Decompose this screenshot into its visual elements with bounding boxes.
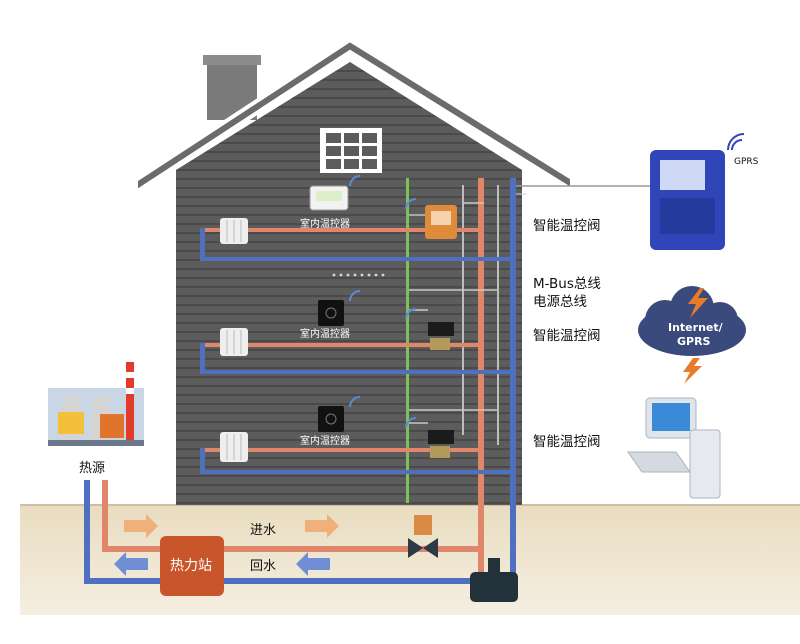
supply-riser xyxy=(478,178,484,578)
floor-2-thermostat xyxy=(318,300,344,326)
floor-1-valve xyxy=(425,205,457,239)
cloud-label-1: Internet/ xyxy=(668,321,723,334)
gray-bus-riser-1 xyxy=(462,185,464,435)
return-main xyxy=(84,578,516,584)
floor-3-valve-label: 智能温控阀 xyxy=(533,434,601,450)
gray-bus-riser-2 xyxy=(497,185,499,445)
heat-source-label: 热源 xyxy=(79,461,106,476)
floor-1-piping xyxy=(200,228,512,261)
floor-3-piping xyxy=(200,448,512,474)
roof xyxy=(134,37,574,196)
gprs-label: GPRS xyxy=(734,157,759,167)
return-riser xyxy=(510,178,516,578)
ground-valves xyxy=(408,515,518,602)
signal-icons xyxy=(349,175,417,429)
floor-2-valve xyxy=(428,322,454,350)
heat-station-box xyxy=(160,536,224,596)
floor-2-thermostat-label: 室内温控器 xyxy=(300,329,350,340)
cloud-label-2: GPRS xyxy=(677,335,711,348)
return-water-label: 回水 xyxy=(250,559,277,574)
supply-main xyxy=(102,546,480,552)
floor-1-thermostat xyxy=(309,185,349,211)
floor-1-radiator xyxy=(220,218,248,244)
underground-pipes xyxy=(84,480,516,584)
gprs-meter xyxy=(650,133,745,250)
internet-cloud xyxy=(638,286,746,384)
dot-row xyxy=(332,273,385,277)
floor-1-thermostat-label: 室内温控器 xyxy=(300,219,350,230)
computer xyxy=(627,397,721,499)
green-bus-riser xyxy=(406,178,409,503)
floor-2-valve-label: 智能温控阀 xyxy=(533,328,601,344)
main-risers xyxy=(406,178,516,578)
floor-2-piping xyxy=(200,343,512,374)
floor-3-thermostat xyxy=(318,406,344,432)
supply-water-label: 进水 xyxy=(250,523,277,538)
house-wall xyxy=(176,62,522,505)
house xyxy=(134,37,574,505)
floor-2-radiator xyxy=(220,328,248,356)
mbus-label: M-Bus总线 xyxy=(533,276,601,292)
floor-3-radiator xyxy=(220,432,248,462)
heat-source-plant xyxy=(48,362,144,446)
power-bus-label: 电源总线 xyxy=(533,294,587,310)
floor-1-valve-label: 智能温控阀 xyxy=(533,218,601,234)
heat-station-label: 热力站 xyxy=(170,558,212,574)
floor-3-thermostat-label: 室内温控器 xyxy=(300,436,350,447)
floor-3-valve xyxy=(428,430,454,458)
